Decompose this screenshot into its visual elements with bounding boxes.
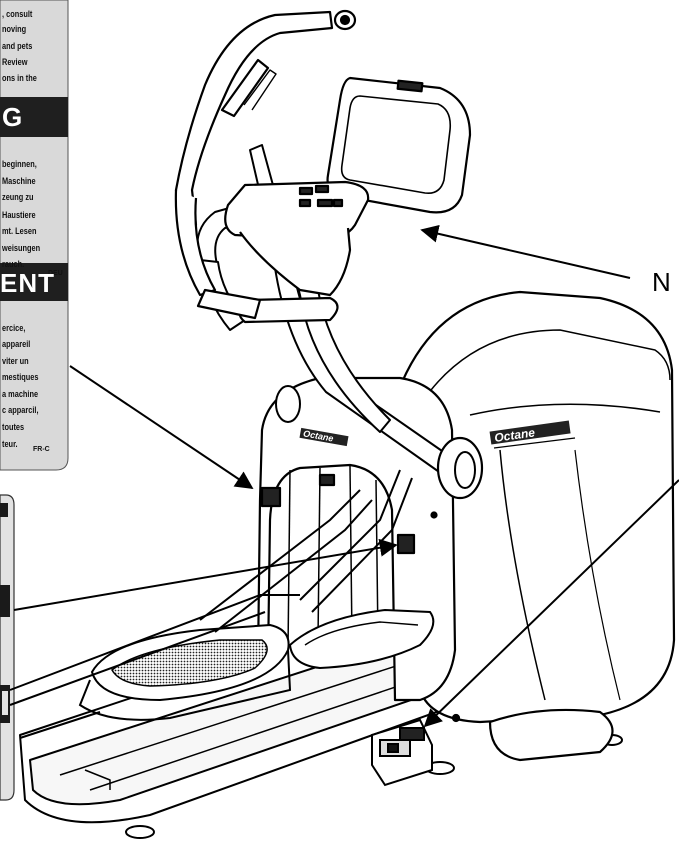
console [196,76,472,324]
german-code: DEU [48,270,63,277]
static-handlebar [174,9,357,297]
warning-line: mestiques [2,372,39,382]
secondary-warning-label [0,494,15,801]
warning-line: ercice, [2,323,26,333]
warning-line: noving [2,24,27,34]
french-header-bar [0,263,68,301]
warning-line: rauch. [2,259,25,269]
warning-line: , consult [2,9,33,19]
brand-logo-side: Octane [494,425,537,445]
warning-line: zeung zu [2,192,34,202]
warning-line: toutes [2,422,25,432]
warning-line: weisungen [2,243,41,253]
arrow-icon [13,538,398,611]
warning-line: c apparcil, [2,405,39,415]
pedal-right [288,608,435,670]
french-header: ENT [0,268,55,298]
german-header: G [2,102,24,132]
warning-line: teur. [2,439,18,449]
callout-arrows [13,224,679,728]
grip-sensor-left [260,486,282,508]
pedal-left [78,623,292,721]
pedal-arms [9,469,413,739]
brand-marks: Octane Octane [299,420,576,449]
warning-label [0,0,69,471]
warning-line: appareil [2,339,31,349]
warning-line: and pets [2,41,33,51]
arrow-icon [69,365,254,490]
callout-label-top-right: N [652,267,671,297]
arrow-icon [420,224,631,279]
warning-line: mt. Lesen [2,226,37,236]
warning-line: beginnen, [2,159,37,169]
grip-sensor-right [396,533,416,555]
power-socket-box [371,718,433,787]
shroud [393,290,676,762]
german-header-bar [0,97,68,137]
console-logo [396,79,424,93]
warning-line: Maschine [2,176,36,186]
french-code: FR-C [33,446,50,453]
warning-line: Haustiere [2,210,36,220]
arrow-icon [423,479,679,728]
warning-line: ons in the [2,73,37,83]
warning-line: viter un [2,356,29,366]
warning-line: Review [2,57,28,67]
warning-line: a machine [2,389,39,399]
